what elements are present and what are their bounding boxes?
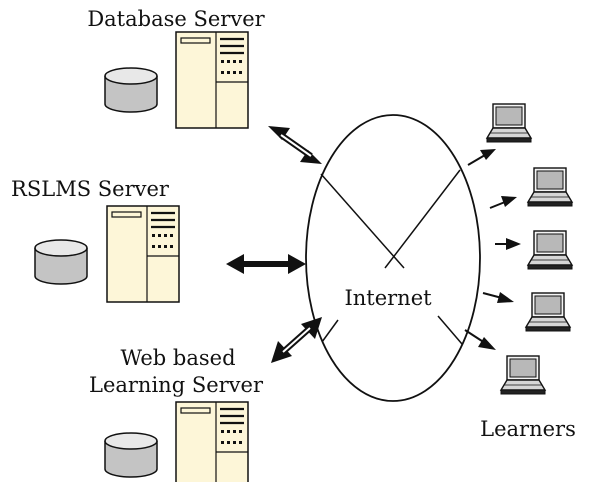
- laptop-icon: [486, 103, 532, 143]
- database-arrow-icon: [268, 126, 322, 164]
- learner-arrow-icon: [464, 329, 496, 350]
- server-rack-icon: [174, 30, 250, 130]
- learner-arrow-icon: [495, 238, 521, 250]
- internet-cloud: Internet: [305, 114, 481, 402]
- learner-arrows: [464, 149, 521, 350]
- database-server-group: Database Server: [87, 7, 266, 130]
- rslms-server-label: RSLMS Server: [11, 177, 170, 201]
- database-cylinder-icon: [34, 239, 88, 285]
- learner-arrow-icon: [482, 292, 514, 303]
- web-server-arrow-icon: [271, 317, 322, 363]
- rslms-arrow-icon: [226, 254, 306, 274]
- laptop-icon: [527, 167, 573, 207]
- server-rack-icon: [174, 400, 250, 482]
- learner-arrow-icon: [489, 196, 517, 209]
- database-server-label: Database Server: [87, 7, 265, 31]
- web-learning-server-group: Web based Learning Server: [89, 346, 264, 482]
- server-arrows: [226, 126, 322, 363]
- learners-group: Learners: [480, 103, 576, 441]
- laptop-icon: [527, 230, 573, 270]
- laptop-icon: [500, 355, 546, 395]
- server-rack-icon: [105, 204, 181, 304]
- web-server-label-line1: Web based: [120, 346, 235, 370]
- internet-label: Internet: [344, 286, 432, 310]
- learner-arrow-icon: [467, 149, 496, 166]
- web-server-label-line2: Learning Server: [89, 373, 264, 397]
- rslms-server-group: RSLMS Server: [11, 177, 181, 304]
- learners-label: Learners: [480, 417, 576, 441]
- database-cylinder-icon: [104, 432, 158, 478]
- laptop-icon: [525, 292, 571, 332]
- database-cylinder-icon: [104, 67, 158, 113]
